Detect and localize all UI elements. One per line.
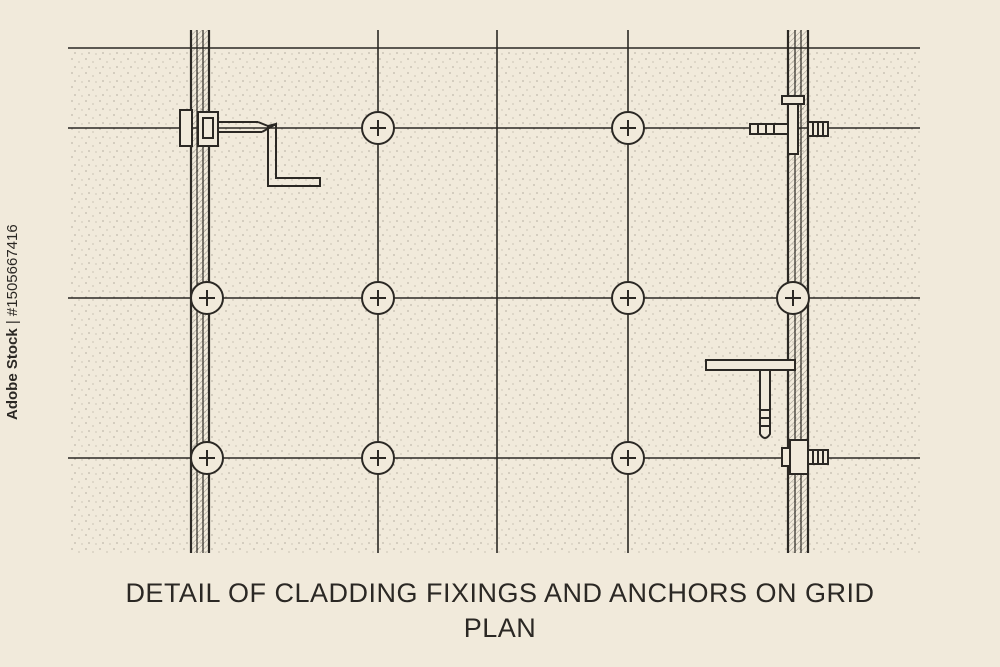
screw-plus-icon bbox=[190, 281, 224, 315]
z-anchor-left bbox=[179, 109, 321, 187]
stock-separator: | bbox=[4, 320, 21, 325]
fixing-screws bbox=[190, 111, 810, 475]
screw-plus-icon bbox=[611, 441, 645, 475]
screw-plus-icon bbox=[776, 281, 810, 315]
screw-plus-icon bbox=[361, 111, 395, 145]
screw-plus-icon bbox=[361, 281, 395, 315]
screw-plus-icon bbox=[611, 111, 645, 145]
screw-plus-icon bbox=[190, 441, 224, 475]
screw-plus-icon bbox=[361, 441, 395, 475]
stock-watermark-id: Adobe Stock | #1505667416 bbox=[4, 224, 21, 420]
stock-number: #1505667416 bbox=[4, 224, 21, 317]
drawing-title-line-1: DETAIL OF CLADDING FIXINGS AND ANCHORS O… bbox=[125, 578, 875, 608]
drawing-title-line-2: PLAN bbox=[463, 613, 537, 643]
bolt-bracket-right-top bbox=[749, 95, 829, 155]
screw-plus-icon bbox=[611, 281, 645, 315]
bolt-clamp-right-bottom bbox=[781, 439, 829, 475]
stock-brand: Adobe Stock bbox=[4, 328, 21, 420]
l-bracket-anchor-icon bbox=[705, 359, 796, 439]
